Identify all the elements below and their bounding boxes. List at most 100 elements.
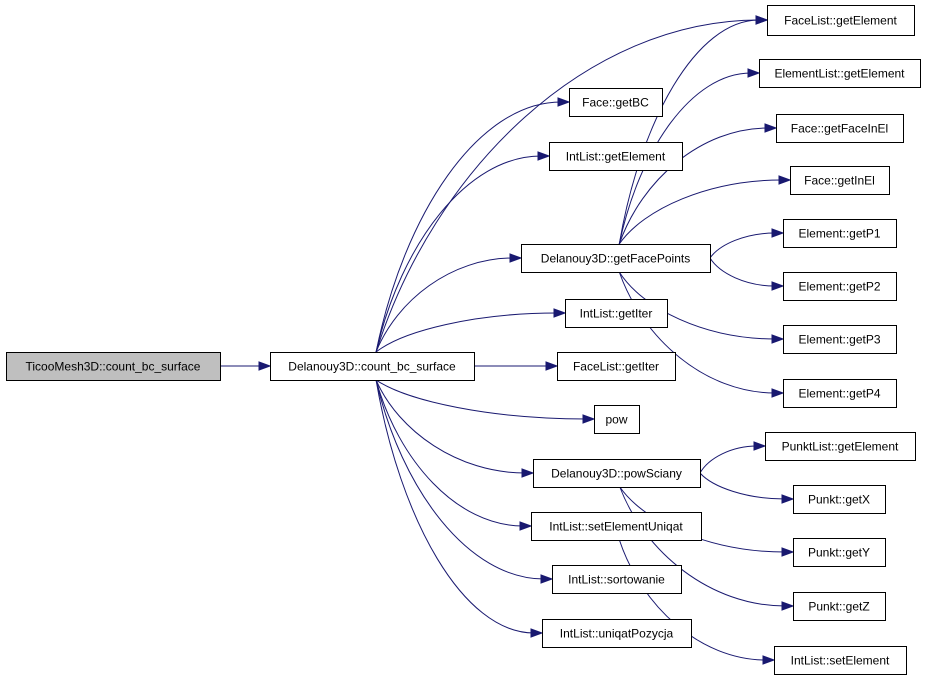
node-label: Face::getBC xyxy=(582,96,649,110)
node-box xyxy=(793,592,886,621)
node-face-getbc[interactable]: Face::getBC xyxy=(569,88,663,117)
node-intlist-setelementuniqat[interactable]: IntList::setElementUniqat xyxy=(531,512,702,541)
node-element-getp2[interactable]: Element::getP2 xyxy=(783,272,897,301)
node-intlist-getelement[interactable]: IntList::getElement xyxy=(549,142,683,171)
node-label: IntList::setElement xyxy=(791,654,890,668)
node-facelist-getiter[interactable]: FaceList::getIter xyxy=(557,352,676,381)
node-box xyxy=(270,352,475,381)
node-box xyxy=(552,565,682,594)
node-label: Element::getP4 xyxy=(798,387,880,401)
node-label: IntList::sortowanie xyxy=(568,573,665,587)
arrowhead xyxy=(582,414,596,424)
arrowhead xyxy=(781,601,795,611)
node-label: TicooMesh3D::count_bc_surface xyxy=(26,360,201,374)
node-pow[interactable]: pow xyxy=(594,405,640,434)
edge-delanouy3d-getfacepoints-to-element-getp1 xyxy=(709,228,785,259)
node-intlist-sortowanie[interactable]: IntList::sortowanie xyxy=(552,565,682,594)
node-delanouy3d-powsciany[interactable]: Delanouy3D::powSciany xyxy=(533,459,701,488)
edge-delanouy3d-count-bc-surface-to-intlist-setelementuniqat xyxy=(375,379,533,531)
edge-delanouy3d-count-bc-surface-to-delanouy3d-powsciany xyxy=(375,379,535,478)
arrowhead xyxy=(557,97,571,107)
node-label: Punkt::getZ xyxy=(808,600,869,614)
node-intlist-uniqatpozycja[interactable]: IntList::uniqatPozycja xyxy=(542,619,692,648)
node-facelist-getelement[interactable]: FaceList::getElement xyxy=(767,5,915,36)
node-label: FaceList::getIter xyxy=(573,360,659,374)
arrowhead xyxy=(755,15,769,25)
node-label: IntList::getElement xyxy=(566,150,666,164)
node-label: Face::getInEl xyxy=(804,174,875,188)
node-element-getp3[interactable]: Element::getP3 xyxy=(783,325,897,354)
edge-delanouy3d-powsciany-to-punktlist-getelement xyxy=(699,441,767,474)
node-punktlist-getelement[interactable]: PunktList::getElement xyxy=(765,432,916,461)
node-box xyxy=(783,219,897,248)
arrowhead xyxy=(778,175,792,185)
edge-delanouy3d-count-bc-surface-to-delanouy3d-getfacepoints xyxy=(375,253,523,353)
arrowhead xyxy=(519,521,533,531)
node-delanouy3d-getfacepoints[interactable]: Delanouy3D::getFacePoints xyxy=(521,244,711,273)
node-box xyxy=(767,5,915,36)
node-elementlist-getelement[interactable]: ElementList::getElement xyxy=(759,59,921,88)
edge-delanouy3d-powsciany-to-punkt-getx xyxy=(699,472,795,504)
node-box xyxy=(793,485,886,514)
arrowhead xyxy=(509,253,523,263)
node-ticoomesh3d-count-bc-surface[interactable]: TicooMesh3D::count_bc_surface xyxy=(6,352,221,381)
node-punkt-getz[interactable]: Punkt::getZ xyxy=(793,592,886,621)
node-box xyxy=(783,272,897,301)
node-face-getinel[interactable]: Face::getInEl xyxy=(790,166,890,195)
node-element-getp1[interactable]: Element::getP1 xyxy=(783,219,897,248)
node-label: Delanouy3D::count_bc_surface xyxy=(288,360,456,374)
edge-delanouy3d-getfacepoints-to-facelist-getelement xyxy=(618,15,769,245)
edge-delanouy3d-count-bc-surface-to-pow xyxy=(375,379,596,424)
arrowhead xyxy=(753,441,767,451)
node-label: Delanouy3D::getFacePoints xyxy=(541,252,690,266)
arrowhead xyxy=(771,228,785,238)
node-label: FaceList::getElement xyxy=(784,14,897,28)
node-intlist-setelement[interactable]: IntList::setElement xyxy=(774,646,907,675)
node-box xyxy=(557,352,676,381)
node-box xyxy=(783,325,897,354)
node-delanouy3d-count-bc-surface[interactable]: Delanouy3D::count_bc_surface xyxy=(270,352,475,381)
edge-delanouy3d-getfacepoints-to-element-getp2 xyxy=(709,257,785,291)
node-element-getp4[interactable]: Element::getP4 xyxy=(783,379,897,408)
node-label: ElementList::getElement xyxy=(774,67,905,81)
node-label: PunktList::getElement xyxy=(782,440,899,454)
node-label: IntList::uniqatPozycja xyxy=(560,627,674,641)
node-box xyxy=(542,619,692,648)
edge-delanouy3d-getfacepoints-to-face-getinel xyxy=(618,175,792,245)
arrowhead xyxy=(781,494,795,504)
node-label: pow xyxy=(605,413,627,427)
node-box xyxy=(776,114,904,143)
node-label: Face::getFaceInEl xyxy=(791,122,888,136)
node-box xyxy=(569,88,663,117)
node-punkt-getx[interactable]: Punkt::getX xyxy=(793,485,886,514)
edge-delanouy3d-getfacepoints-to-element-getp4 xyxy=(618,271,785,398)
arrowhead xyxy=(771,388,785,398)
node-label: IntList::getIter xyxy=(580,307,653,321)
edge-delanouy3d-count-bc-surface-to-intlist-getiter xyxy=(375,308,567,353)
node-box xyxy=(521,244,711,273)
node-box xyxy=(793,538,886,567)
node-label: Punkt::getX xyxy=(808,493,870,507)
arrowhead xyxy=(545,361,559,371)
arrowhead xyxy=(781,547,795,557)
arrowhead xyxy=(762,655,776,665)
node-intlist-getiter[interactable]: IntList::getIter xyxy=(565,299,668,328)
node-box xyxy=(549,142,683,171)
arrowhead xyxy=(553,308,567,318)
edge-delanouy3d-count-bc-surface-to-intlist-uniqatpozycja xyxy=(375,379,544,638)
node-punkt-gety[interactable]: Punkt::getY xyxy=(793,538,886,567)
node-box xyxy=(765,432,916,461)
arrowhead xyxy=(530,628,544,638)
edge-delanouy3d-count-bc-surface-to-intlist-sortowanie xyxy=(375,379,554,584)
node-box xyxy=(531,512,702,541)
edge-ticoomesh3d-count-bc-surface-to-delanouy3d-count-bc-surface xyxy=(220,361,272,371)
node-label: Element::getP2 xyxy=(798,280,880,294)
edge-delanouy3d-count-bc-surface-to-facelist-getiter xyxy=(474,361,559,371)
node-box xyxy=(565,299,668,328)
node-label: Punkt::getY xyxy=(808,546,870,560)
arrowhead xyxy=(764,123,778,133)
node-label: Element::getP1 xyxy=(798,227,880,241)
node-label: IntList::setElementUniqat xyxy=(549,520,683,534)
arrowhead xyxy=(540,574,554,584)
node-face-getfaceinel[interactable]: Face::getFaceInEl xyxy=(776,114,904,143)
